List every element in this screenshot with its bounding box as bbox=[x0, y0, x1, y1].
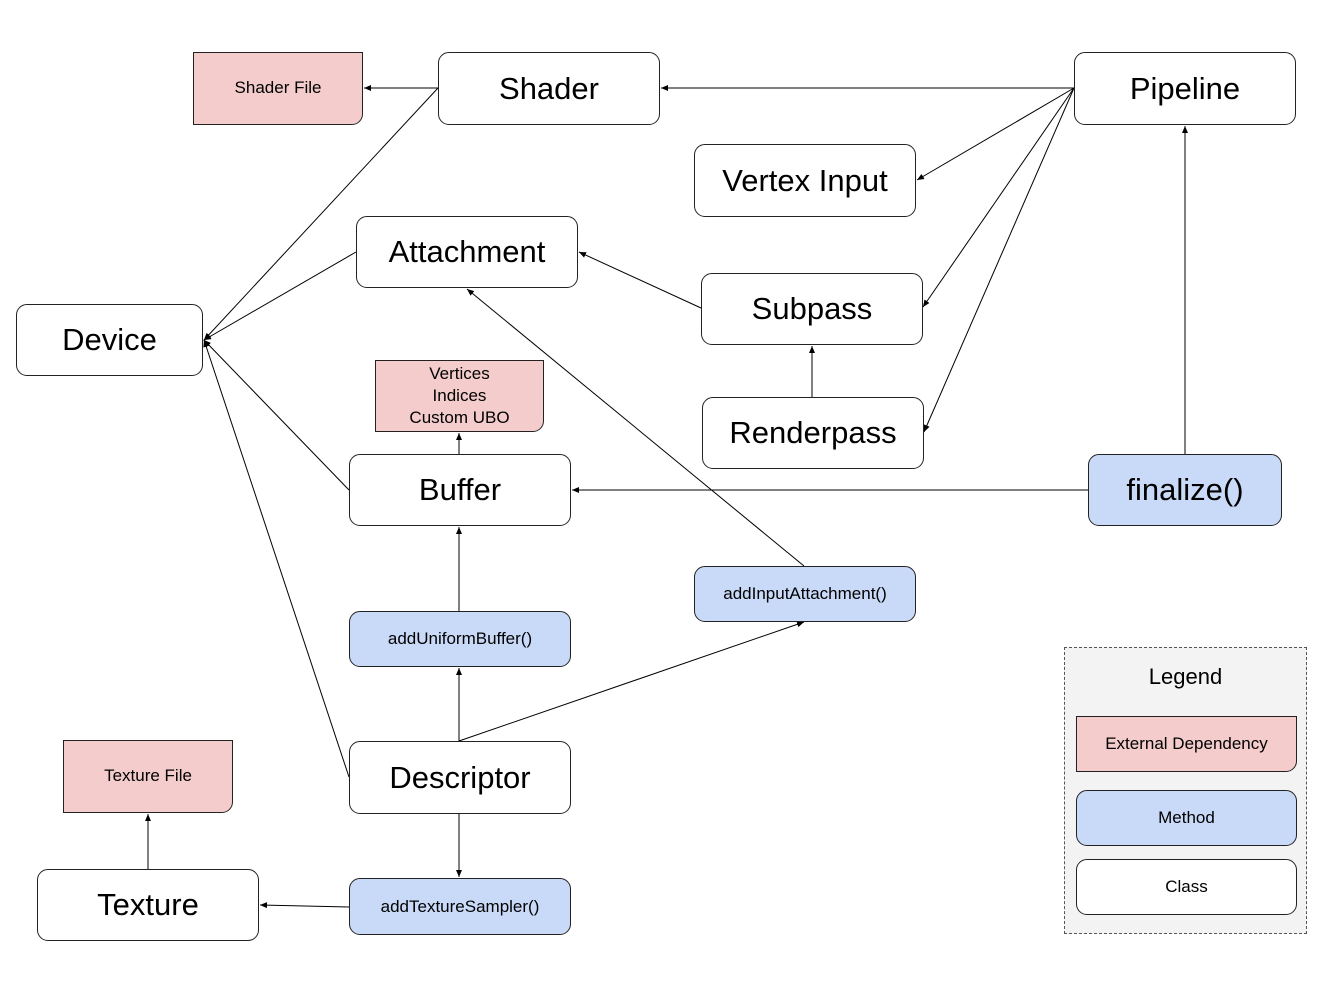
node-add-input-attachment: addInputAttachment() bbox=[694, 566, 916, 622]
node-texture-file: Texture File bbox=[63, 740, 233, 813]
edge-add-texture-sampler-to-texture bbox=[259, 902, 350, 909]
edge-add-input-attachment-to-attachment bbox=[466, 288, 805, 567]
legend-class: Class bbox=[1076, 859, 1297, 915]
edge-descriptor-to-add-input-attachment bbox=[458, 621, 805, 742]
node-descriptor: Descriptor bbox=[349, 741, 571, 814]
node-vertex-input: Vertex Input bbox=[694, 144, 916, 217]
edge-subpass-to-attachment bbox=[578, 251, 702, 309]
node-subpass: Subpass bbox=[701, 273, 923, 345]
edge-pipeline-to-vertex-input bbox=[916, 87, 1075, 181]
node-shader-file: Shader File bbox=[193, 52, 363, 125]
node-shader: Shader bbox=[438, 52, 660, 125]
edge-buffer-to-device bbox=[203, 339, 350, 491]
edge-shader-to-device bbox=[203, 87, 439, 341]
node-finalize: finalize() bbox=[1088, 454, 1282, 526]
node-add-texture-sampler: addTextureSampler() bbox=[349, 878, 571, 935]
node-device: Device bbox=[16, 304, 203, 376]
legend: Legend External Dependency Method Class bbox=[1064, 647, 1307, 934]
legend-title: Legend bbox=[1148, 664, 1223, 689]
node-attachment: Attachment bbox=[356, 216, 578, 288]
edge-pipeline-to-subpass bbox=[922, 87, 1075, 308]
node-renderpass: Renderpass bbox=[702, 397, 924, 469]
edge-attachment-to-device bbox=[203, 251, 357, 341]
node-vertices-indices-ubo: Vertices Indices Custom UBO bbox=[375, 360, 544, 432]
legend-external-dependency: External Dependency bbox=[1076, 716, 1297, 772]
node-add-uniform-buffer: addUniformBuffer() bbox=[349, 611, 571, 667]
node-buffer: Buffer bbox=[349, 454, 571, 526]
edge-descriptor-to-device bbox=[203, 339, 350, 778]
legend-method: Method bbox=[1076, 790, 1297, 846]
node-pipeline: Pipeline bbox=[1074, 52, 1296, 125]
edge-pipeline-to-renderpass bbox=[923, 87, 1075, 433]
node-texture: Texture bbox=[37, 869, 259, 941]
